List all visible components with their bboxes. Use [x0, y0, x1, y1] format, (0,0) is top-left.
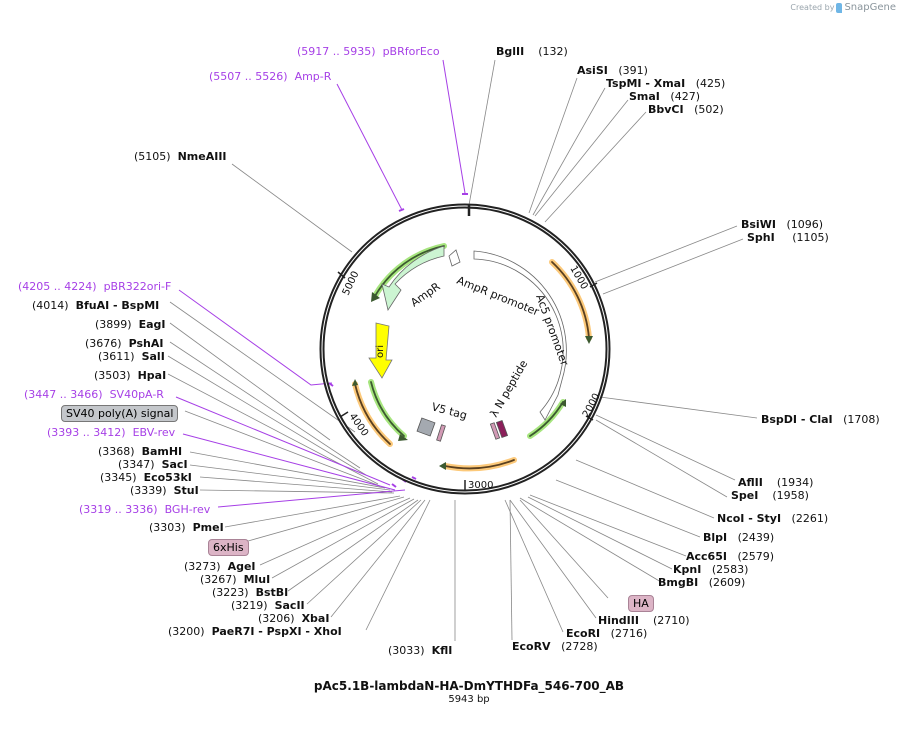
- site-leader-lines: [167, 59, 758, 641]
- tick-3000: 3000: [468, 480, 493, 491]
- site-ecori[interactable]: EcoRI (2716): [566, 627, 648, 640]
- site-eagi[interactable]: (3899) EagI: [95, 318, 166, 331]
- ampr-label: AmpR: [408, 280, 443, 310]
- site-mlui[interactable]: (3267) MluI: [200, 573, 271, 586]
- site-sphi[interactable]: SphI (1105): [747, 231, 829, 244]
- site-bbvci[interactable]: BbvCI (502): [648, 103, 724, 116]
- site-asisi[interactable]: AsiSI (391): [577, 64, 648, 77]
- ampr-feature[interactable]: [381, 245, 445, 312]
- site-acc65i[interactable]: Acc65I (2579): [686, 550, 775, 563]
- feature-6xhis[interactable]: 6xHis: [208, 539, 249, 556]
- site-bstbi[interactable]: (3223) BstBI: [212, 586, 289, 599]
- ori-feature[interactable]: [368, 322, 393, 379]
- site-kfli[interactable]: (3033) KflI: [388, 644, 453, 657]
- snapgene-logo-icon: [836, 2, 843, 13]
- site-paer7i-pspxi-xhoi[interactable]: (3200) PaeR7I - PspXI - XhoI: [168, 625, 342, 638]
- backbone: [319, 203, 611, 495]
- site-smai[interactable]: SmaI (427): [629, 90, 700, 103]
- feature-sv40-polya-signal[interactable]: SV40 poly(A) signal: [61, 405, 179, 422]
- plasmid-length: 5943 bp: [448, 694, 490, 705]
- tick-2000: 2000: [581, 392, 603, 420]
- v5-tag-label: V5 tag: [430, 400, 468, 422]
- site-kpni[interactable]: KpnI (2583): [673, 563, 749, 576]
- plasmid-name: pAc5.1B-lambdaN-HA-DmYTHDFa_546-700_AB: [313, 679, 625, 693]
- site-bamhi[interactable]: (3368) BamHI: [98, 445, 183, 458]
- v5-tag-feature[interactable]: [416, 417, 436, 437]
- site-bspdi-clai[interactable]: BspDI - ClaI (1708): [761, 413, 880, 426]
- primer-pbr322ori-f[interactable]: (4205 .. 4224) pBR322ori-F: [18, 280, 172, 293]
- primer-amp-r[interactable]: (5507 .. 5526) Amp-R: [209, 70, 332, 83]
- tick-labels: 1000 2000 3000 4000 5000: [341, 264, 603, 491]
- primer-leader-lines: [175, 59, 466, 508]
- site-bfuai-bspmi[interactable]: (4014) BfuAI - BspMI: [32, 299, 160, 312]
- primer-marks: [328, 193, 468, 488]
- his-feature[interactable]: [436, 424, 446, 442]
- orf-arrows: [352, 243, 592, 472]
- site-agei[interactable]: (3273) AgeI: [184, 560, 256, 573]
- site-stui[interactable]: (3339) StuI: [130, 484, 199, 497]
- ori-label: ori: [375, 345, 386, 358]
- site-eco53ki[interactable]: (3345) Eco53kI: [100, 471, 192, 484]
- site-spei[interactable]: SpeI (1958): [731, 489, 809, 502]
- ac5-promoter-feature[interactable]: [473, 250, 567, 421]
- site-tspmi-xmai[interactable]: TspMI - XmaI (425): [606, 77, 726, 90]
- lambda-n-feature[interactable]: [495, 419, 509, 439]
- primer-ebv-rev[interactable]: (3393 .. 3412) EBV-rev: [47, 426, 176, 439]
- site-xbai[interactable]: (3206) XbaI: [258, 612, 330, 625]
- tick-marks: [337, 271, 598, 490]
- site-bsiwi[interactable]: BsiWI (1096): [741, 218, 824, 231]
- ha-feature[interactable]: [489, 422, 501, 440]
- credit-prefix: Created by: [790, 3, 835, 12]
- site-blpi[interactable]: BlpI (2439): [703, 531, 775, 544]
- site-pmei[interactable]: (3303) PmeI: [149, 521, 224, 534]
- site-nmeaiii[interactable]: (5105) NmeAIII: [134, 150, 227, 163]
- ampr-promoter-label: AmpR promoter: [455, 274, 541, 319]
- site-saci[interactable]: (3347) SacI: [118, 458, 188, 471]
- site-bmgbi[interactable]: BmgBI (2609): [658, 576, 746, 589]
- snapgene-credit: Created by SnapGene: [790, 2, 896, 13]
- site-sacii[interactable]: (3219) SacII: [231, 599, 305, 612]
- feature-ha[interactable]: HA: [628, 595, 654, 612]
- primer-bgh-rev[interactable]: (3319 .. 3336) BGH-rev: [79, 503, 211, 516]
- site-bglii[interactable]: BglII (132): [496, 45, 568, 58]
- site-hpai[interactable]: (3503) HpaI: [94, 369, 167, 382]
- site-ncoi-styi[interactable]: NcoI - StyI (2261): [717, 512, 829, 525]
- lambda-n-label: λ N peptide: [487, 358, 530, 420]
- primer-sv40pa-r[interactable]: (3447 .. 3466) SV40pA-R: [24, 388, 164, 401]
- site-aflii[interactable]: AflII (1934): [738, 476, 814, 489]
- site-hindiii[interactable]: HindIII (2710): [598, 614, 690, 627]
- site-sali[interactable]: (3611) SalI: [98, 350, 165, 363]
- primer-pbrforeco[interactable]: (5917 .. 5935) pBRforEco: [297, 45, 440, 58]
- ampr-promoter-feature[interactable]: [448, 249, 461, 267]
- site-ecorv[interactable]: EcoRV (2728): [512, 640, 598, 653]
- site-pshai[interactable]: (3676) PshAI: [85, 337, 164, 350]
- orf-arrowheads: [352, 292, 593, 470]
- credit-brand: SnapGene: [844, 2, 896, 13]
